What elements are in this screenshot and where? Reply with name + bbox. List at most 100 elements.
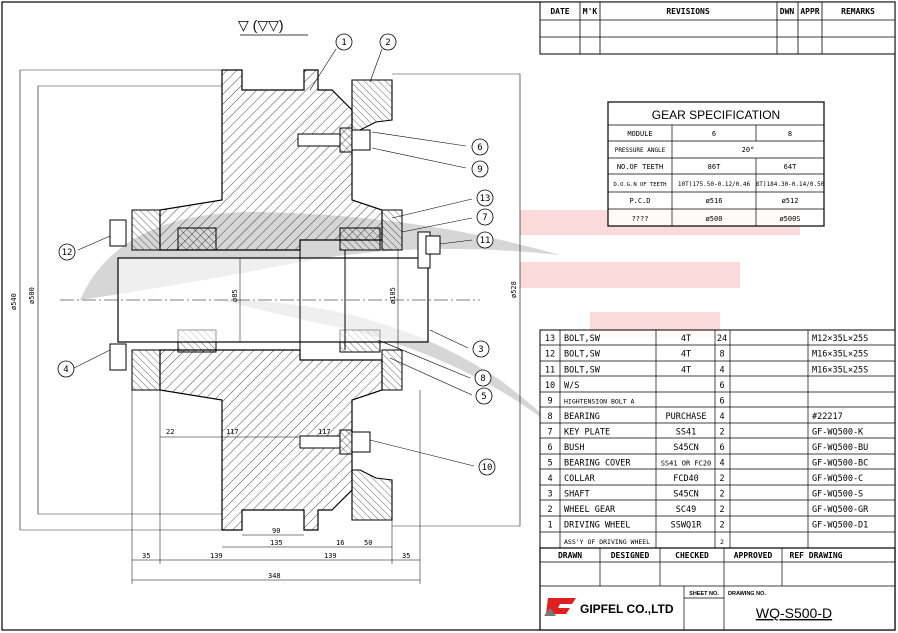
gear-spec-unknown-b: ø500S — [779, 215, 800, 223]
bom-name: SHAFT — [564, 490, 590, 500]
bom-name: W/S — [564, 381, 579, 391]
balloon-7 — [476, 208, 494, 226]
gear-spec-title: GEAR SPECIFICATION — [652, 108, 780, 122]
bom-name: KEY PLATE — [564, 427, 610, 437]
dim-35-left: 35 — [142, 552, 150, 560]
bom-qty: 6 — [719, 396, 724, 406]
bearing-cover-left-top — [131, 209, 161, 251]
balloon-12 — [58, 243, 76, 261]
gear-spec-label-teeth: NO.OF TEETH — [617, 163, 663, 171]
bom-qty: 4 — [719, 412, 724, 422]
balloon-3 — [472, 340, 490, 358]
bom-qty: 2 — [719, 505, 724, 515]
bom-no: 6 — [547, 443, 552, 453]
bearing-cover-right-bottom — [381, 349, 403, 391]
wheel-gear-section-lower — [351, 469, 393, 521]
bom-qty: 6 — [719, 381, 724, 391]
balloon-label-5: 5 — [481, 392, 486, 402]
balloon-label-9: 9 — [477, 165, 482, 175]
gear-spec-pcd-a: ø516 — [706, 197, 723, 205]
bom-remark: M16×35L×25S — [812, 350, 868, 360]
dim-139-left: 139 — [210, 552, 223, 560]
bom-qty: 2 — [719, 427, 724, 437]
dim-139-right: 139 — [324, 552, 337, 560]
balloon-label-11: 11 — [480, 236, 491, 246]
rev-col-mk: M'K — [583, 7, 598, 16]
balloon-label-12: 12 — [62, 248, 73, 258]
balloon-4 — [57, 360, 75, 378]
wheel-gear-section — [351, 79, 393, 131]
dim-90: 90 — [272, 527, 280, 535]
bom-name: DRIVING WHEEL — [564, 521, 631, 531]
gear-spec-table: GEAR SPECIFICATION MODULE 6 8 PRESSURE A… — [607, 101, 825, 227]
sheet-no-label: SHEET NO. — [689, 591, 719, 597]
dim-22: 22 — [166, 428, 174, 436]
balloon-2 — [379, 33, 397, 51]
company-name: GIPFEL CO.,LTD — [580, 602, 674, 616]
bom-mat: S45CN — [673, 443, 699, 453]
rev-col-date: DATE — [550, 7, 569, 16]
bom-mat: 4T — [681, 334, 691, 344]
dim-d105: ø105 — [389, 287, 397, 304]
bom-no: 7 — [547, 427, 552, 437]
bom-mat: 4T — [681, 365, 691, 375]
bom-remark: M16×35L×25S — [812, 365, 868, 375]
bom-mat: PURCHASE — [666, 412, 707, 422]
bom-no: 8 — [547, 412, 552, 422]
balloon-8 — [474, 369, 492, 387]
balloon-label-4: 4 — [63, 365, 68, 375]
gear-spec-label-pcd: P.C.D — [629, 197, 650, 205]
gear-spec-pcd-b: ø512 — [782, 197, 799, 205]
balloon-label-8: 8 — [480, 374, 485, 384]
bom-mat: SS41 — [676, 427, 696, 437]
bom-qty: 2 — [719, 490, 724, 500]
gear-spec-module-b: 8 — [788, 130, 792, 138]
bom-name: BEARING — [564, 412, 600, 422]
bom-no: 5 — [547, 458, 552, 468]
gear-spec-unknown-a: ø500 — [706, 215, 723, 223]
title-approved: APPROVED — [734, 551, 773, 560]
bom-name: BOLT,SW — [564, 365, 601, 375]
bom-remark: GF-WQ500-GR — [812, 505, 869, 515]
bom-no: 4 — [547, 474, 552, 484]
bom-no: 11 — [545, 365, 555, 375]
bom-name: HIGHTENSION BOLT A — [564, 397, 635, 405]
bom-remark: GF-WQ500-D1 — [812, 521, 868, 531]
title-block: DRAWN DESIGNED CHECKED APPROVED REF DRAW… — [539, 547, 896, 631]
rev-col-remarks: REMARKS — [841, 7, 875, 16]
bom-name: BUSH — [564, 443, 584, 453]
part-balloons — [57, 33, 496, 476]
bom-remark: GF-WQ500-BU — [812, 443, 868, 453]
bom-remark: GF-WQ500-K — [812, 427, 864, 437]
balloon-11 — [476, 231, 494, 249]
title-ref-drawing: REF DRAWING — [790, 551, 843, 560]
gear-spec-module-a: 6 — [712, 130, 716, 138]
company-logo-icon — [544, 598, 576, 616]
section-view: ▽ (▽▽) — [10, 17, 521, 584]
bom-no: 13 — [545, 334, 555, 344]
bom-remark: GF-WQ500-BC — [812, 458, 868, 468]
gear-spec-dogn-a: 10T)175.50-0.12/0.46 — [678, 181, 751, 188]
gear-spec-label-pressure: PRESSURE ANGLE — [615, 147, 666, 154]
balloon-label-7: 7 — [482, 213, 487, 223]
bom-name: BEARING COVER — [564, 458, 631, 468]
rev-col-dwn: DWN — [780, 7, 795, 16]
dim-d85: ø85 — [231, 289, 239, 302]
gear-spec-label-module: MODULE — [627, 130, 652, 138]
bom-qty: 2 — [719, 474, 724, 484]
bom-qty: 8 — [719, 350, 724, 360]
bom-qty: 4 — [719, 365, 724, 375]
bom-name: WHEEL GEAR — [564, 505, 616, 515]
balloon-label-10: 10 — [482, 463, 493, 473]
driving-wheel-section — [159, 69, 383, 251]
balloon-9 — [471, 160, 489, 178]
dim-117: 117 — [226, 428, 239, 436]
bom-remark: #22217 — [812, 412, 843, 422]
balloon-label-6: 6 — [477, 143, 482, 153]
bom-mat: SS41 OR FC20 — [661, 459, 712, 467]
bolt-group — [109, 127, 441, 455]
title-drawn: DRAWN — [558, 551, 582, 560]
